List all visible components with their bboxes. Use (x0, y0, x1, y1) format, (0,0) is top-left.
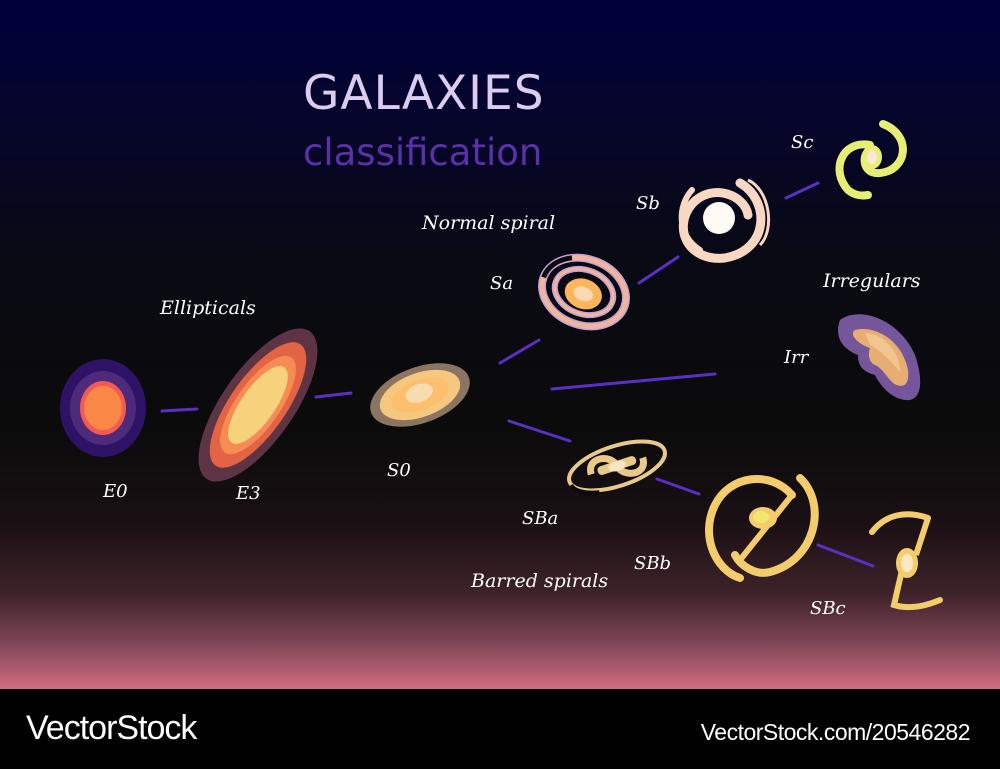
page-title: GALAXIES (303, 66, 545, 121)
category-label-normal-spiral: Normal spiral (422, 212, 556, 234)
galaxy-label-sb: Sb (636, 193, 660, 214)
diagram-canvas: GALAXIES classification (0, 0, 1000, 689)
galaxy-sbc-icon (869, 511, 943, 611)
category-label-irregulars: Irregulars (823, 270, 921, 292)
galaxy-label-sba: SBa (522, 508, 559, 529)
brand-logo: VectorStock (26, 709, 197, 747)
galaxy-sbb-icon (705, 474, 819, 582)
galaxy-sa-icon (538, 253, 630, 331)
galaxy-sb-icon (678, 178, 771, 263)
galaxy-s0-icon (370, 363, 470, 427)
footer-bar: VectorStock VectorStock.com/20546282 (0, 689, 1000, 769)
galaxy-e3-icon (198, 328, 318, 482)
category-label-ellipticals: Ellipticals (160, 297, 256, 319)
category-label-barred-spirals: Barred spirals (471, 570, 609, 592)
page-subtitle: classification (303, 131, 543, 174)
galaxy-label-e0: E0 (103, 481, 128, 502)
galaxy-label-irr: Irr (784, 347, 809, 368)
galaxy-sc-icon (835, 120, 907, 200)
galaxy-sba-icon (567, 439, 667, 496)
galaxy-irr-icon (837, 314, 921, 401)
galaxy-label-sbb: SBb (634, 553, 672, 574)
image-url: VectorStock.com/20546282 (700, 719, 971, 745)
galaxy-label-sa: Sa (490, 273, 514, 294)
galaxy-diagram (60, 120, 943, 611)
connector-lines (160, 181, 875, 568)
galaxy-e0-icon (60, 359, 146, 457)
galaxy-label-sc: Sc (791, 132, 814, 153)
galaxy-label-e3: E3 (236, 483, 261, 504)
galaxy-label-sbc: SBc (810, 598, 846, 619)
galaxy-label-s0: S0 (387, 460, 411, 481)
